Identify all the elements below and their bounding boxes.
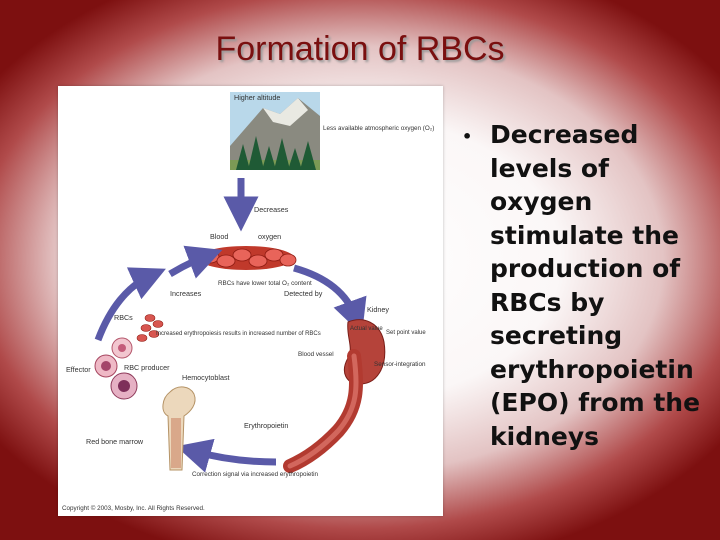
label-decreases: Decreases (254, 205, 289, 214)
label-rbcs-lower-o2: RBCs have lower total O₂ content (218, 280, 312, 287)
label-set-point: Set point value (386, 330, 426, 336)
label-sensor-integration: Sensor-integration (374, 361, 426, 368)
cycle-arrow-top-right (293, 264, 367, 335)
cycle-arrow-bottom (176, 438, 277, 473)
rbc-feedback-diagram: Higher altitude Less available atmospher… (58, 86, 443, 516)
slide-title: Formation of RBCs (215, 30, 505, 68)
label-hemocytoblast: Hemocytoblast (182, 373, 230, 382)
cycle-arrow-top-left (168, 245, 223, 279)
label-blood: Blood (210, 232, 228, 241)
label-detected-by: Detected by (284, 289, 323, 298)
label-rbcs: RBCs (114, 313, 133, 322)
mountain-scene (230, 92, 320, 170)
cycle-arrow-left (94, 267, 166, 342)
label-kidney: Kidney (367, 305, 389, 314)
label-increased-erythropoiesis: Increased erythropoiesis results in incr… (156, 331, 321, 337)
label-copyright: Copyright © 2003, Mosby, Inc. All Rights… (62, 504, 205, 512)
label-increases: Increases (170, 289, 202, 298)
label-effector: Effector (66, 365, 91, 374)
label-actual-value: Actual value (350, 326, 383, 332)
bullet-list: • Decreased levels of oxygen stimulate t… (462, 118, 714, 453)
bullet-item: • Decreased levels of oxygen stimulate t… (462, 118, 714, 453)
bullet-dot-icon: • (462, 127, 473, 146)
rbc-cluster (136, 314, 164, 342)
bone-illustration (162, 386, 196, 471)
label-blood-vessel: Blood vessel (298, 351, 334, 358)
label-less-oxygen: Less available atmospheric oxygen (O₂) (323, 125, 434, 132)
bullet-text: Decreased levels of oxygen stimulate the… (490, 120, 701, 451)
label-correction-signal: Correction signal via increased erythrop… (192, 471, 319, 478)
label-rbc-producer: RBC producer (124, 363, 170, 372)
label-oxygen: oxygen (258, 232, 281, 241)
label-red-bone-marrow: Red bone marrow (86, 437, 144, 446)
maturing-cells (94, 337, 138, 400)
label-higher-altitude: Higher altitude (234, 93, 280, 102)
blood-cells (198, 246, 297, 270)
label-erythropoietin: Erythropoietin (244, 421, 288, 430)
